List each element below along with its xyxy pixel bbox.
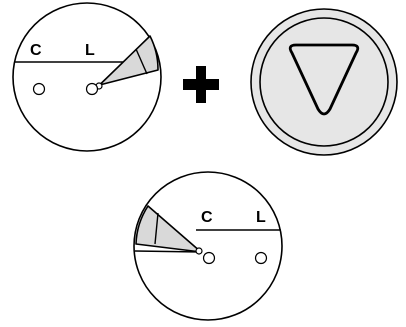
selector-button — [250, 8, 398, 156]
dial-bottom-pointer-band — [154, 212, 159, 245]
plus-icon — [183, 66, 219, 103]
dial-top-position-c — [32, 82, 46, 96]
dial-top-pointer-band — [135, 48, 148, 75]
dial-bottom-rim — [133, 171, 283, 321]
dial-bottom-position-l — [254, 251, 268, 265]
dial-bottom-pointer-shaded — [135, 205, 202, 253]
dial-top-label-c: C — [30, 42, 42, 59]
dial-bottom-position-c — [202, 251, 216, 265]
dial-top-rim — [12, 2, 162, 152]
dial-bottom-pointer-tip — [195, 247, 203, 255]
triangle-down-icon — [288, 43, 360, 116]
dial-top-position-l — [85, 82, 99, 96]
dial-bottom-baseline — [134, 250, 202, 253]
dial-top-label-l: L — [85, 42, 95, 59]
dial-top: C L — [12, 2, 162, 152]
dial-bottom-label-l: L — [256, 209, 266, 226]
dial-bottom-label-c: C — [201, 209, 213, 226]
selector-button-inner — [259, 17, 389, 147]
dial-top-pointer-shaded — [98, 35, 159, 86]
dial-bottom: C L — [133, 171, 283, 321]
